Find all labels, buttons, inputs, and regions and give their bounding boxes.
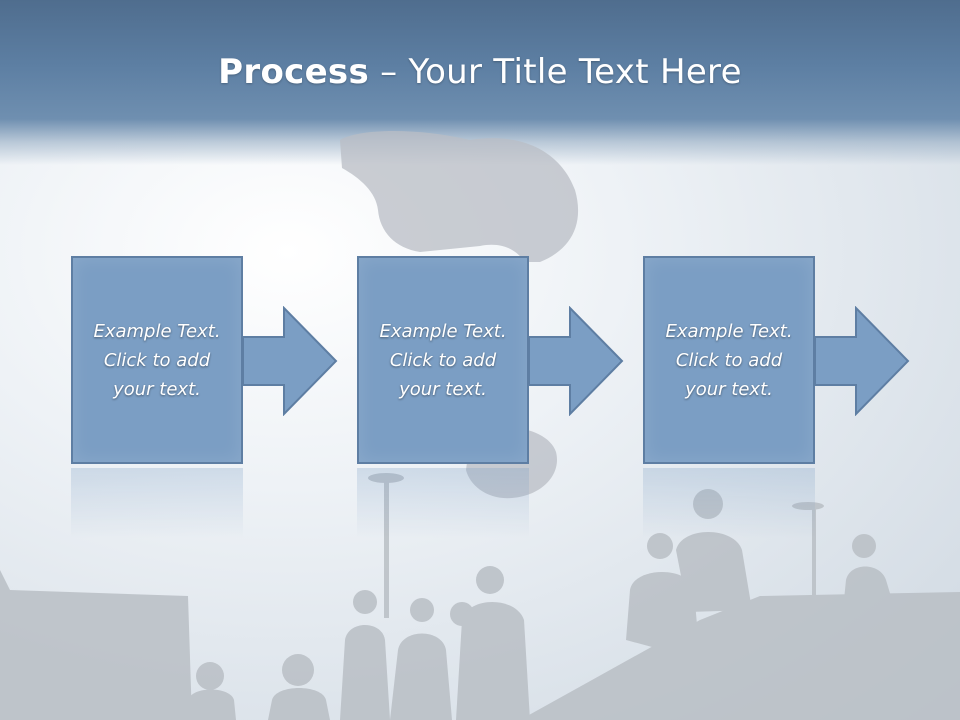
step-3-text[interactable]: Example Text. Click to add your text. (665, 320, 793, 400)
step-1-text[interactable]: Example Text. Click to add your text. (93, 320, 221, 400)
arrow-right-icon (242, 306, 338, 416)
slide-title[interactable]: Process – Your Title Text Here (0, 52, 960, 92)
process-step-1[interactable]: Example Text. Click to add your text. (71, 256, 243, 464)
process-step-3[interactable]: Example Text. Click to add your text. (643, 256, 815, 464)
step-1-reflection (71, 468, 243, 538)
arrow-right-icon (528, 306, 624, 416)
step-2-reflection (357, 468, 529, 538)
step-2-text[interactable]: Example Text. Click to add your text. (379, 320, 507, 400)
step-3-reflection (643, 468, 815, 538)
title-rest: – Your Title Text Here (369, 52, 742, 92)
title-bold: Process (218, 52, 370, 92)
process-step-2[interactable]: Example Text. Click to add your text. (357, 256, 529, 464)
title-band (0, 0, 960, 165)
arrow-right-icon (814, 306, 910, 416)
